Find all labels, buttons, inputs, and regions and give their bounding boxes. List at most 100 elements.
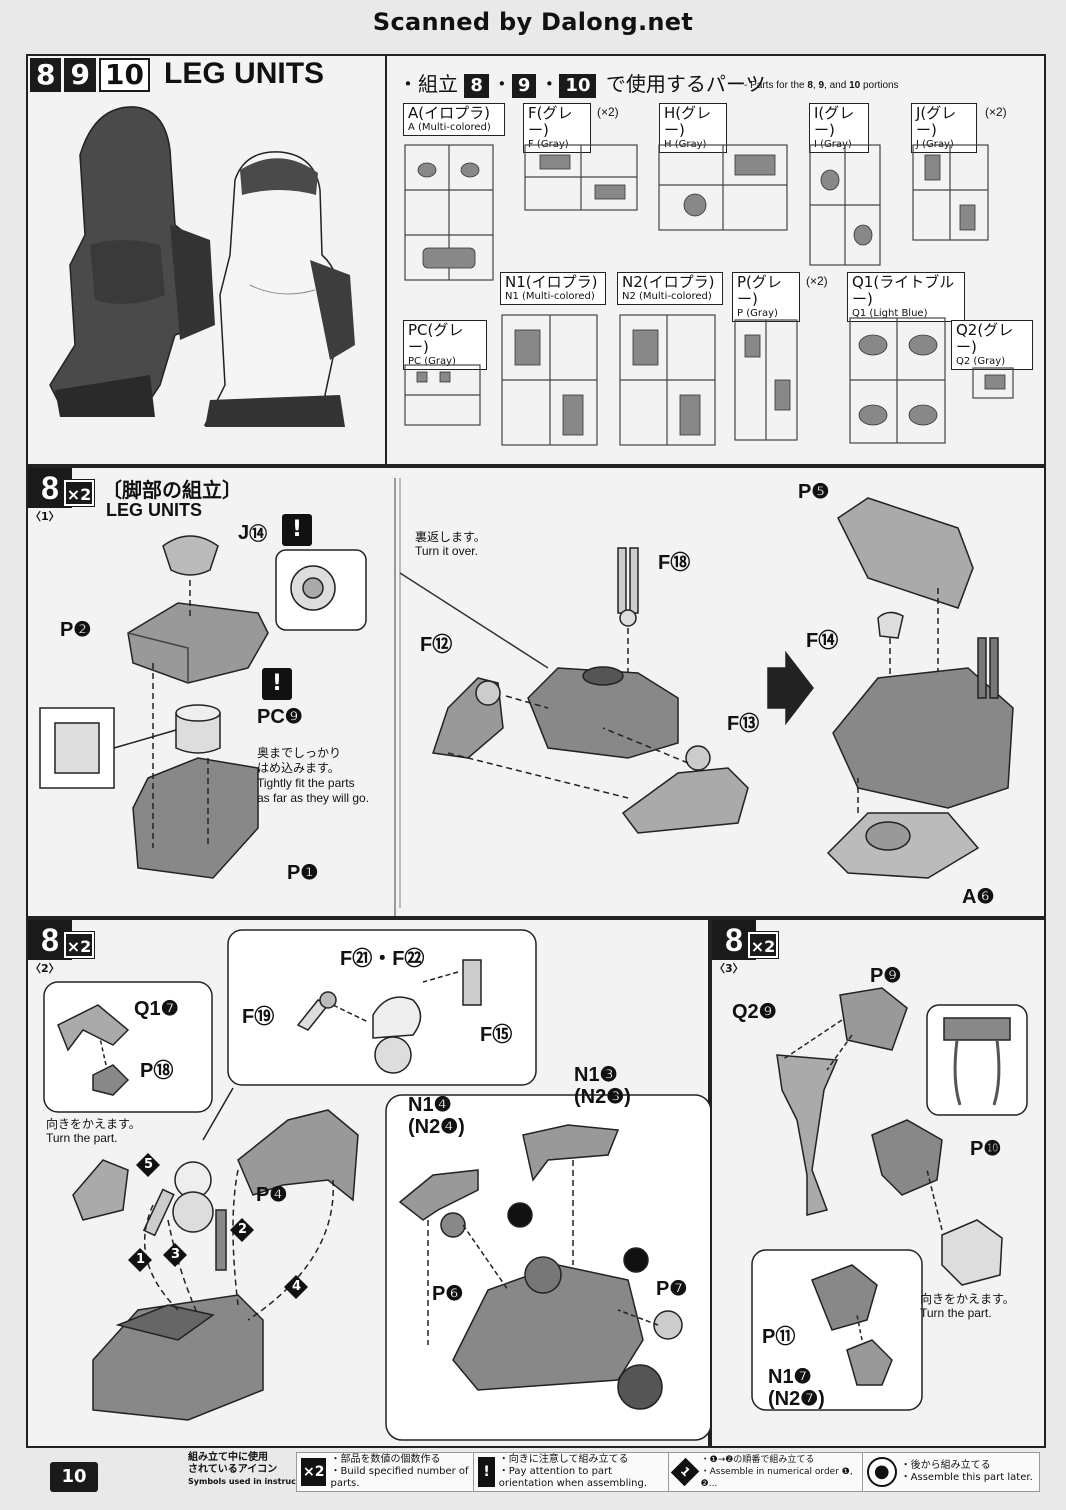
part-p9 xyxy=(839,987,908,1051)
label-f12-text: F xyxy=(420,634,433,656)
sprue-label-q2: Q2(グレー)Q2 (Gray) xyxy=(951,320,1033,370)
label-p18-num: ⑱ xyxy=(153,1060,174,1082)
label-n1-4-num: ❹ xyxy=(433,1094,452,1116)
label-q2-9-num: ❾ xyxy=(758,1001,777,1023)
sprue-label-a: A(イロプラ)A (Multi-colored) xyxy=(403,103,505,136)
label-p11-num: ⑪ xyxy=(775,1326,796,1348)
legend-items: ×2 ・部品を数値の個数作る・Build specified number of… xyxy=(296,1452,1040,1492)
sprue-q1-en: Q1 (Light Blue) xyxy=(852,308,928,319)
label-p4: P❹ xyxy=(256,1182,287,1207)
part-n1-7 xyxy=(846,1339,893,1386)
note-fit-jp2: はめ込みます。 xyxy=(257,761,340,775)
legend-order-en: ・Assemble in numerical order ❶, ❷... xyxy=(700,1467,853,1489)
label-pc9: PC❾ xyxy=(257,704,303,729)
legend-item-later: ● ・後から組み立てる・Assemble this part later. xyxy=(863,1453,1039,1491)
label-f14-text: F xyxy=(806,630,819,652)
label-q2-9-text: Q2 xyxy=(732,1001,759,1023)
part-f15 xyxy=(462,959,482,1006)
part-turned-3 xyxy=(941,1219,1003,1286)
order-legend-icon: 1 xyxy=(670,1457,699,1487)
label-p9-text: P xyxy=(870,965,884,987)
parts-sep-2: ・ xyxy=(539,72,560,96)
label-p7-text: P xyxy=(656,1278,670,1300)
parts-en-mid: , xyxy=(812,80,816,91)
label-n2-4-num: ❹) xyxy=(440,1116,465,1138)
parts-title-suffix: で使用するパーツ xyxy=(605,72,766,96)
part-j14-dome xyxy=(162,535,219,576)
sprue-q1-jp: Q1(ライトブルー) xyxy=(852,273,955,308)
sprue-n1-en: N1 (Multi-colored) xyxy=(505,291,595,302)
legend-title: 組み立て中に使用 されているアイコン Symbols used in instr… xyxy=(188,1452,318,1488)
part-p18 xyxy=(92,1064,130,1096)
label-p5: P❺ xyxy=(798,479,829,504)
step-8-1-multiplier: ×2 xyxy=(63,479,95,507)
part-f14 xyxy=(877,611,904,639)
note-turn-part-2-en: Turn the part. xyxy=(46,1131,118,1145)
parts-list-title: ・組立 8・9・10 で使用するパーツ xyxy=(398,68,765,98)
legend-title-jp2: されているアイコン xyxy=(188,1464,278,1475)
sprue-q2-jp: Q2(グレー) xyxy=(956,321,1014,356)
label-n2-3-num: ❸) xyxy=(606,1086,631,1108)
part-p10 xyxy=(871,1119,943,1196)
sprue-drawings xyxy=(404,144,1014,446)
part-center-base xyxy=(452,1264,644,1391)
label-p1-text: P xyxy=(287,862,301,884)
step-8-3-diagram xyxy=(751,987,1028,1411)
step-8-2-diagram xyxy=(43,929,712,1441)
step-badge-10: 10 xyxy=(98,58,150,92)
note-turn-over: 裏返します。 Turn it over. xyxy=(415,530,486,558)
label-p2: P❷ xyxy=(60,617,91,642)
later-legend-icon: ● xyxy=(866,1457,897,1487)
label-p5-num: ❺ xyxy=(811,481,830,503)
sprue-p-en: P (Gray) xyxy=(737,308,778,319)
label-f15-num: ⑮ xyxy=(492,1024,513,1046)
order-icon-3 xyxy=(163,1243,187,1267)
part-p2 xyxy=(127,602,269,684)
label-n1-4: N1❹ (N2❹) xyxy=(408,1094,465,1138)
step-8-1-title-en: LEG UNITS xyxy=(106,500,203,520)
label-p5-text: P xyxy=(798,481,812,503)
sprue-j-jp: J(グレー) xyxy=(916,104,957,139)
label-f18: F⑱ xyxy=(658,546,690,575)
legend-later-jp: ・後から組み立てる xyxy=(900,1460,991,1471)
label-q1-7-text: Q1 xyxy=(134,998,161,1020)
warning-legend-icon: ! xyxy=(478,1457,495,1487)
label-q1-7: Q1❼ xyxy=(134,996,179,1021)
scan-banner: Scanned by Dalong.net xyxy=(372,8,694,36)
label-p9-num: ❾ xyxy=(883,965,902,987)
part-p5 xyxy=(837,497,974,609)
label-p10-num: ❿ xyxy=(983,1138,1002,1160)
parts-step-10: 10 xyxy=(559,74,597,98)
part-p6 xyxy=(440,1212,466,1238)
label-f18-text: F xyxy=(658,552,671,574)
sprue-q2-frame xyxy=(972,367,1014,399)
part-p7 xyxy=(653,1310,683,1340)
order-icon-5 xyxy=(136,1153,160,1177)
note-fit: 奥までしっかり はめ込みます。 Tightly fit the parts as… xyxy=(257,746,369,806)
leg-render-dark xyxy=(49,106,215,417)
next-step-arrow xyxy=(767,650,814,726)
sprue-label-pc: PC(グレー)PC (Gray) xyxy=(403,320,487,370)
order-icon-2 xyxy=(230,1218,254,1242)
warning-icon-1: ! xyxy=(282,514,312,546)
legend-title-jp1: 組み立て中に使用 xyxy=(188,1452,268,1463)
label-p11: P⑪ xyxy=(762,1320,795,1349)
note-turn-part-2: 向きをかえます。 Turn the part. xyxy=(46,1117,141,1145)
parts-en-post: portions xyxy=(862,80,899,91)
label-f13-num: ⑬ xyxy=(739,713,760,735)
note-turn-part-3-en: Turn the part. xyxy=(920,1306,992,1320)
legend-item-multiply: ×2 ・部品を数値の個数作る・Build specified number of… xyxy=(297,1453,475,1491)
sprue-q2-en: Q2 (Gray) xyxy=(956,356,1006,367)
sprue-n2-jp: N2(イロプラ) xyxy=(622,273,715,291)
sprue-i-jp: I(グレー) xyxy=(814,104,855,139)
note-fit-en1: Tightly fit the parts xyxy=(257,776,355,790)
legend-orientation-jp: ・向きに注意して組み立てる xyxy=(498,1454,629,1465)
label-p1-num: ❶ xyxy=(300,862,319,884)
label-n1-7-num: ❼ xyxy=(793,1366,812,1388)
label-f14: F⑭ xyxy=(806,624,838,653)
part-ball-joint xyxy=(372,996,422,1039)
label-p9: P❾ xyxy=(870,963,901,988)
step-8-2-multiplier: ×2 xyxy=(63,931,95,959)
label-p2-text: P xyxy=(60,619,74,641)
